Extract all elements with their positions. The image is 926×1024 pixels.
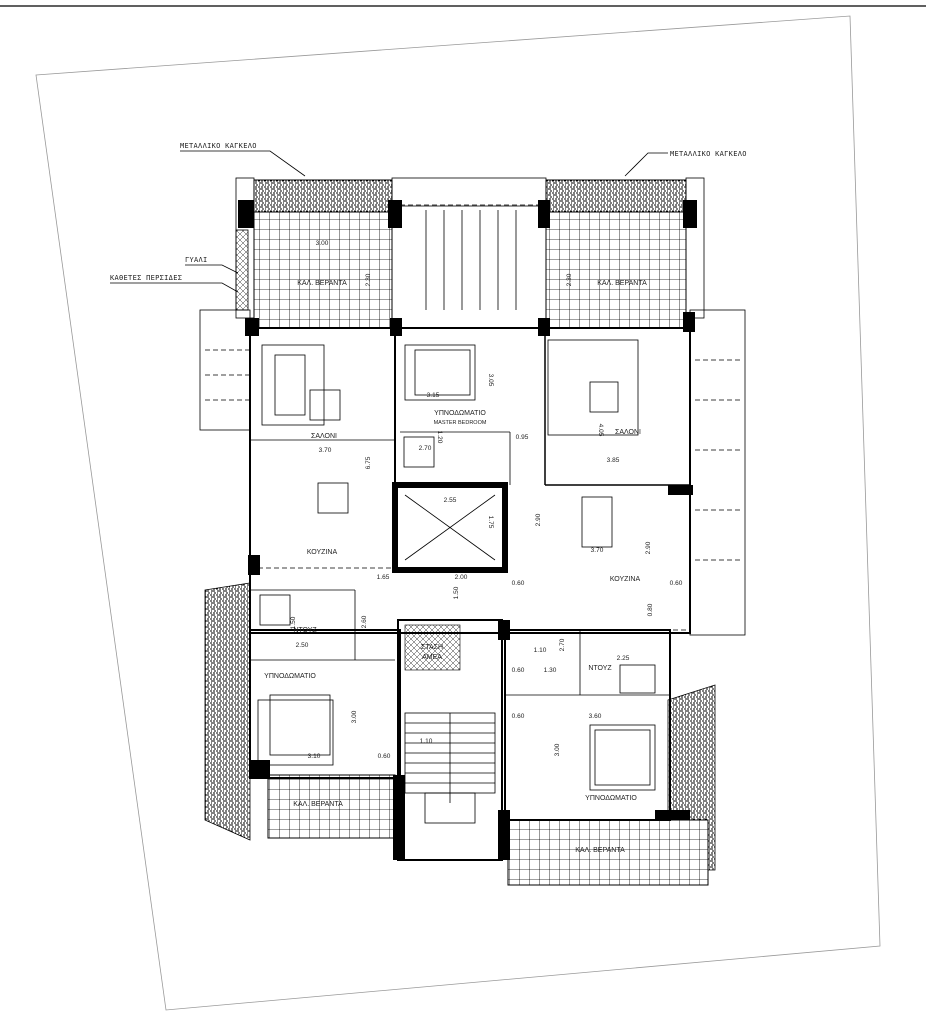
- dim: 1.10: [420, 738, 433, 745]
- room-veranda-bottom-left: ΚΑΛ. ΒΕΡΑΝΤΑ: [293, 801, 343, 808]
- room-living-left: ΣΑΛΟΝΙ: [311, 433, 337, 440]
- dim: 0.60: [378, 753, 391, 760]
- room-shower-left: ΝΤΟΥΖ: [293, 627, 317, 634]
- room-labels: ΚΑΛ. ΒΕΡΑΝΤΑ ΚΑΛ. ΒΕΡΑΝΤΑ ΚΑΛ. ΒΕΡΑΝΤΑ Κ…: [264, 280, 647, 854]
- lift-stop-area: [404, 624, 461, 671]
- dim: 1.50: [453, 586, 460, 599]
- furniture: [257, 339, 656, 791]
- dim: 3.00: [554, 743, 561, 756]
- dim: 3.10: [308, 753, 321, 760]
- dim: 0.95: [516, 434, 529, 441]
- dim: 3.00: [316, 240, 329, 247]
- room-kitchen-right: ΚΟΥΖΙΝΑ: [610, 576, 641, 583]
- dim: 2.90: [645, 541, 652, 554]
- dim: 0.80: [647, 603, 654, 616]
- room-master-bedroom: ΥΠΝΟΔΩΜΑΤΙΟ: [434, 410, 486, 417]
- room-lift-stop-1: ΣΤΑΣΗ: [421, 644, 443, 651]
- room-kitchen-left: ΚΟΥΖΙΝΑ: [307, 549, 338, 556]
- walls: [238, 200, 697, 861]
- dim: 1.75: [487, 516, 494, 529]
- dim: 3.85: [607, 457, 620, 464]
- dimensions: 3.15 3.05 0.95 1.20 2.70 3.70 6.75 4.05 …: [290, 240, 683, 760]
- label-metal-railing-left: ΜΕΤΑΛΛΙΚΟ ΚΑΓΚΕΛΟ: [180, 142, 257, 150]
- dim: 3.05: [487, 374, 494, 387]
- room-master-bedroom-sub: MASTER BEDROOM: [434, 420, 487, 426]
- dim: 2.55: [444, 497, 457, 504]
- dim: 0.60: [512, 667, 525, 674]
- room-bedroom-left: ΥΠΝΟΔΩΜΑΤΙΟ: [264, 673, 316, 680]
- bottom-verandas: [204, 582, 716, 886]
- room-veranda-top-left: ΚΑΛ. ΒΕΡΑΝΤΑ: [297, 280, 347, 287]
- dim: 2.50: [296, 642, 309, 649]
- dim: 2.30: [365, 273, 372, 286]
- dim: 2.60: [361, 615, 368, 628]
- dim: 2.70: [419, 445, 432, 452]
- label-vertical-louvers: ΚΑΘΕΤΕΣ ΠΕΡΣΙΔΕΣ: [110, 274, 182, 282]
- dim: 2.70: [559, 638, 566, 651]
- label-metal-railing-right: ΜΕΤΑΛΛΙΚΟ ΚΑΓΚΕΛΟ: [670, 150, 747, 158]
- dim: 2.25: [617, 655, 630, 662]
- dim: 3.60: [589, 713, 602, 720]
- dim: 4.05: [597, 424, 604, 437]
- dim: 1.30: [544, 667, 557, 674]
- lift-shaft: [404, 494, 496, 561]
- room-veranda-bottom-right: ΚΑΛ. ΒΕΡΑΝΤΑ: [575, 847, 625, 854]
- dim: 1.50: [290, 616, 297, 629]
- dim: 3.15: [427, 392, 440, 399]
- dim: 1.20: [436, 431, 443, 444]
- dim: 3.00: [351, 710, 358, 723]
- top-verandas: [235, 177, 705, 329]
- dim: 0.60: [670, 580, 683, 587]
- staircase: [404, 712, 496, 824]
- dim: 1.65: [377, 574, 390, 581]
- room-shower-right: ΝΤΟΥΖ: [588, 665, 612, 672]
- dim: 2.00: [455, 574, 468, 581]
- dim: 3.70: [319, 447, 332, 454]
- dim: 0.60: [512, 713, 525, 720]
- room-veranda-top-right: ΚΑΛ. ΒΕΡΑΝΤΑ: [597, 280, 647, 287]
- dim: 3.70: [591, 547, 604, 554]
- room-lift-stop-2: ΑΜΕΑ: [422, 654, 442, 661]
- dim: 2.90: [535, 513, 542, 526]
- dim: 0.60: [512, 580, 525, 587]
- room-bedroom-right: ΥΠΝΟΔΩΜΑΤΙΟ: [585, 795, 637, 802]
- annotations: ΜΕΤΑΛΛΙΚΟ ΚΑΓΚΕΛΟ ΜΕΤΑΛΛΙΚΟ ΚΑΓΚΕΛΟ ΓΥΑΛ…: [110, 142, 747, 293]
- dim: 1.10: [534, 647, 547, 654]
- label-glass: ΓΥΑΛΙ: [185, 256, 208, 264]
- room-living-right: ΣΑΛΟΝΙ: [615, 429, 641, 436]
- dim: 2.30: [566, 273, 573, 286]
- dim: 6.75: [365, 456, 372, 469]
